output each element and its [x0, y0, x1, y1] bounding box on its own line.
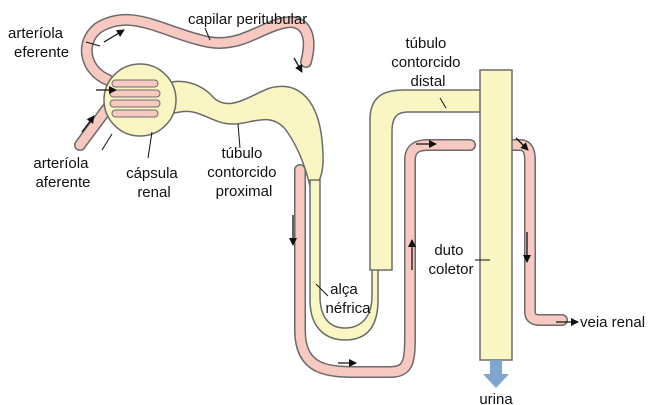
urine-outflow: [483, 360, 509, 388]
label-capsula-renal: cápsula renal: [126, 165, 182, 201]
label-tubulo-proximal: túbulo contorcido proximal: [207, 145, 280, 200]
label-arteriola-eferente: arteríola eferente: [8, 25, 69, 61]
labels: arteríola eferente capilar peritubular t…: [8, 11, 645, 405]
label-arteriola-aferente: arteríola aferente: [33, 155, 92, 191]
collecting-duct: [480, 70, 512, 360]
arrow-efferent: [104, 30, 124, 42]
label-duto-coletor: duto coletor: [428, 242, 473, 278]
label-tubulo-distal: túbulo contorcido distal: [391, 35, 464, 90]
tubules: [104, 64, 512, 360]
label-veia-renal: veia renal: [580, 314, 645, 331]
label-urina: urina: [479, 391, 513, 405]
label-capilar-peritubular: capilar peritubular: [188, 11, 307, 28]
label-alca-nefrica: alça néfrica: [325, 281, 371, 317]
distal-tubule: [370, 90, 485, 270]
